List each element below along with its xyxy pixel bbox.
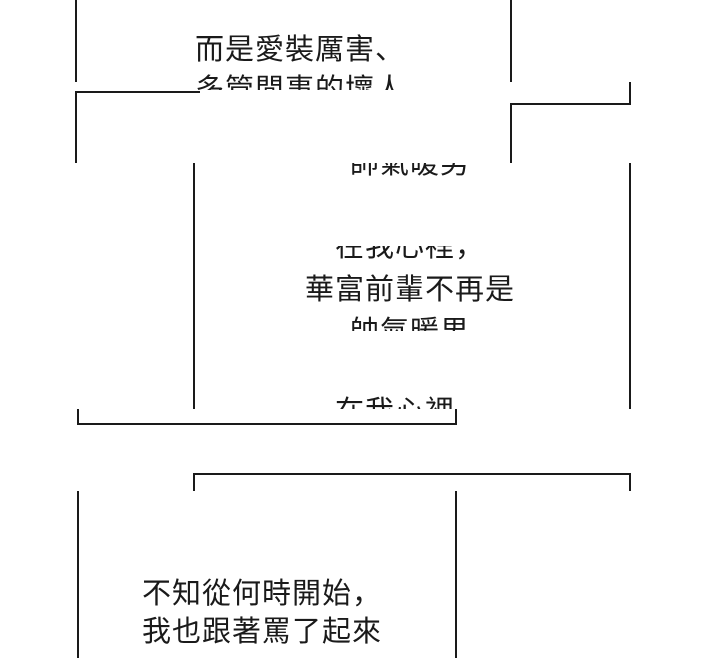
panel-2-bottom-right-tick	[455, 409, 457, 425]
panel-2-caption-line-4-clip: 帥氣暖男	[300, 314, 520, 331]
panel-2-caption-line-3: 華富前輩不再是	[304, 272, 515, 306]
panel-2-left-border	[75, 91, 77, 163]
panel-3-caption-line-2: 我也跟著罵了起來	[141, 614, 382, 648]
panel-2-caption-line-2: 在我心裡，	[300, 246, 520, 262]
panel-3-caption-line-1: 不知從何時開始，	[141, 576, 382, 610]
panel-2-right-top-edge	[510, 103, 631, 105]
panel-2-right-border	[629, 163, 631, 409]
panel-2-inner-left-border	[193, 163, 195, 409]
panel-3-top-right-tick	[629, 473, 631, 491]
panel-2-right-corner-top	[629, 82, 631, 104]
panel-1-caption-line-1: 而是愛裝厲害、	[194, 32, 405, 66]
panel-1-right-border	[510, 0, 512, 82]
panel-2-caption-line-5: 在我心裡，	[300, 394, 520, 409]
panel-3-right-border	[455, 491, 457, 658]
panel-2-caption-line-2-clip: 在我心裡，	[300, 246, 520, 262]
panel-2-caption-line-1-clip: 帥氣暖男	[300, 163, 520, 181]
panel-2-top-left-edge	[75, 91, 200, 93]
panel-2-bottom-edge	[77, 423, 457, 425]
panel-3-top-left-tick	[193, 473, 195, 491]
panel-2-bottom-left-tick	[77, 409, 79, 425]
panel-2-right-inner-border	[510, 103, 512, 163]
panel-3-top-edge	[193, 473, 631, 475]
panel-1-caption-line-2: 多管閒事的壞人	[194, 72, 405, 90]
panel-2-caption-line-1: 帥氣暖男	[349, 163, 470, 180]
panel-2-caption-line-4: 帥氣暖男	[349, 314, 470, 331]
panel-1-caption-line-2-clip: 多管閒事的壞人	[170, 72, 430, 90]
panel-2-caption-line-5-clip: 在我心裡，	[300, 394, 520, 409]
panel-3-left-border	[77, 491, 79, 658]
panel-1-left-border	[75, 0, 77, 82]
